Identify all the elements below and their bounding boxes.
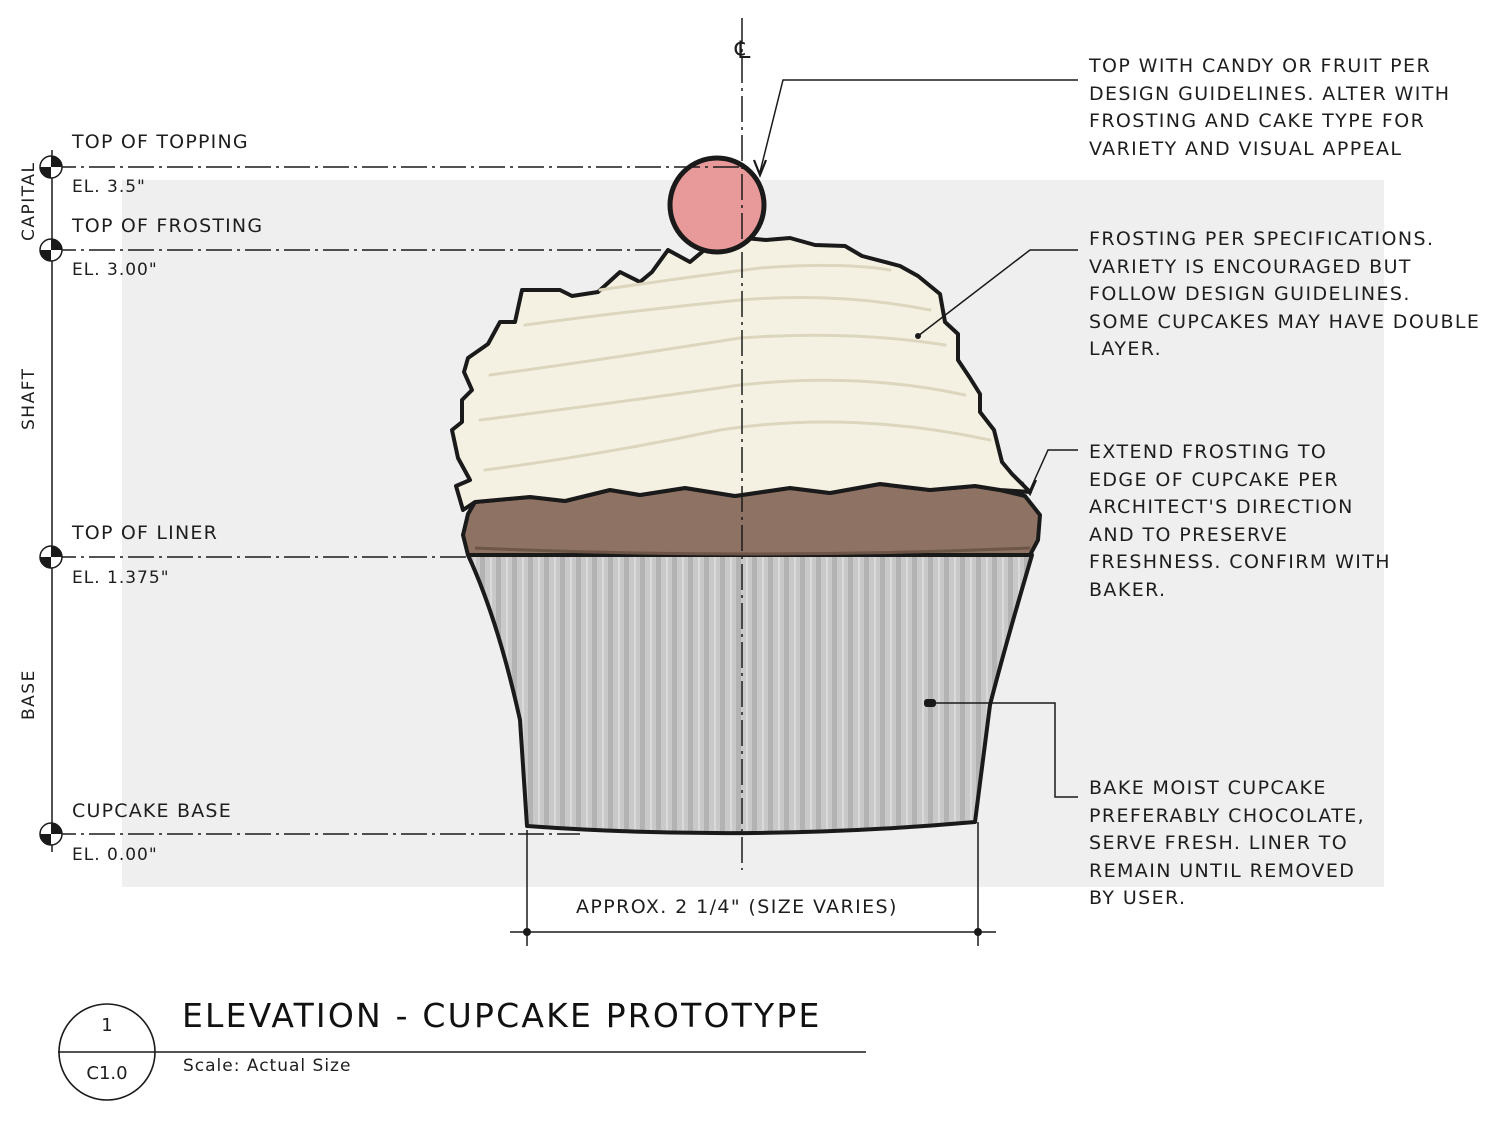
note-line: SOME CUPCAKES MAY HAVE DOUBLE — [1089, 310, 1481, 333]
note-line: EXTEND FROSTING TO — [1089, 441, 1328, 463]
note-line: EDGE OF CUPCAKE PER — [1089, 468, 1339, 491]
note-frosting: FROSTING PER SPECIFICATIONS. VARIETY IS … — [1089, 226, 1480, 364]
note-line: TOP WITH CANDY OR FRUIT PER — [1089, 55, 1432, 77]
note-line: DESIGN GUIDELINES. ALTER WITH — [1089, 82, 1451, 105]
level-label-top-of-liner: TOP OF LINER — [72, 522, 218, 544]
note-line: REMAIN UNTIL REMOVED — [1089, 859, 1356, 882]
level-label-top-of-topping: TOP OF TOPPING — [72, 131, 249, 153]
note-line: VARIETY AND VISUAL APPEAL — [1089, 137, 1403, 160]
detail-number: 1 — [101, 1015, 113, 1036]
drawing-scale: Scale: Actual Size — [183, 1056, 352, 1076]
leader-lines — [752, 79, 1078, 798]
elevation-top-of-frosting: EL. 3.00" — [72, 260, 158, 280]
note-bake: BAKE MOIST CUPCAKE PREFERABLY CHOCOLATE,… — [1089, 775, 1365, 913]
note-line: FROSTING PER SPECIFICATIONS. — [1089, 228, 1435, 250]
elevation-top-of-topping: EL. 3.5" — [72, 177, 146, 197]
note-line: BAKE MOIST CUPCAKE — [1089, 777, 1327, 799]
note-line: FRESHNESS. CONFIRM WITH — [1089, 551, 1391, 573]
elevation-top-of-liner: EL. 1.375" — [72, 568, 170, 588]
note-edge: EXTEND FROSTING TO EDGE OF CUPCAKE PER A… — [1089, 439, 1391, 604]
title-block-graphic — [58, 1003, 866, 1101]
level-lines — [50, 166, 742, 835]
cupcake-frosting — [450, 236, 1032, 512]
zone-capital-label: CAPITAL — [19, 161, 39, 241]
sheet-number: C1.0 — [86, 1063, 128, 1084]
note-line: ARCHITECT'S DIRECTION — [1089, 496, 1354, 518]
zone-shaft-label: SHAFT — [19, 367, 39, 430]
note-line: FROSTING AND CAKE TYPE FOR — [1089, 110, 1426, 132]
note-topping: TOP WITH CANDY OR FRUIT PER DESIGN GUIDE… — [1089, 53, 1450, 163]
level-label-top-of-frosting: TOP OF FROSTING — [72, 215, 264, 237]
note-line: BAKER. — [1089, 578, 1167, 601]
drawing-title: ELEVATION - CUPCAKE PROTOTYPE — [182, 996, 822, 1035]
note-line: VARIETY IS ENCOURAGED BUT — [1089, 255, 1412, 278]
cupcake-liner — [466, 553, 1034, 836]
dimension-line — [510, 822, 996, 946]
zone-base-label: BASE — [19, 669, 39, 720]
elevation-cupcake-base: EL. 0.00" — [72, 845, 158, 865]
note-line: FOLLOW DESIGN GUIDELINES. — [1089, 283, 1411, 305]
cherry-topping — [667, 155, 767, 255]
level-marker-icons — [39, 155, 63, 846]
note-line: BY USER. — [1089, 887, 1187, 909]
note-line: PREFERABLY CHOCOLATE, — [1089, 804, 1366, 827]
level-label-cupcake-base: CUPCAKE BASE — [72, 800, 232, 822]
dimension-label: APPROX. 2 1/4" (SIZE VARIES) — [576, 896, 898, 918]
centerline-symbol: ℄ — [735, 36, 751, 64]
note-line: SERVE FRESH. LINER TO — [1089, 832, 1349, 854]
note-line: AND TO PRESERVE — [1089, 523, 1289, 546]
note-line: LAYER. — [1089, 338, 1163, 360]
